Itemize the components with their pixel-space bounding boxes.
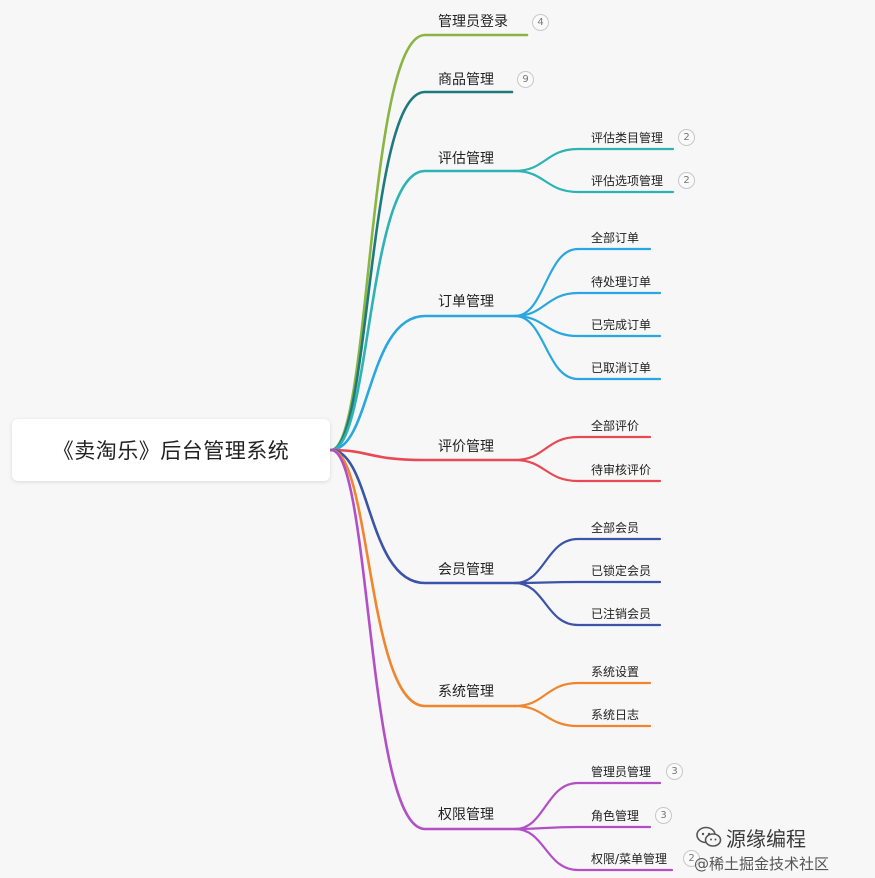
branch-badge-product[interactable]: 9 [517, 71, 534, 88]
leaf-connector-permission-0 [513, 781, 662, 831]
leaf-badge-permission-1[interactable]: 3 [655, 807, 672, 824]
leaf-node-member-0[interactable]: 全部会员 [591, 521, 640, 535]
branch-node-admin-login[interactable]: 管理员登录 [438, 14, 508, 30]
leaf-node-order-2[interactable]: 已完成订单 [591, 318, 652, 332]
branch-node-system[interactable]: 系统管理 [438, 684, 494, 700]
leaf-node-system-0[interactable]: 系统设置 [591, 665, 640, 679]
branch-node-assessment[interactable]: 评估管理 [438, 151, 494, 167]
leaf-node-assessment-1[interactable]: 评估选项管理 [591, 174, 664, 188]
watermark: 源缘编程 @稀土掘金技术社区 [694, 823, 869, 878]
leaf-connector-order-3 [513, 314, 662, 381]
leaf-connector-review-1 [513, 458, 662, 483]
leaf-connector-order-0 [513, 247, 652, 318]
leaf-node-permission-1[interactable]: 角色管理 [591, 809, 640, 823]
leaf-connector-member-1 [513, 580, 662, 585]
leaf-connector-permission-1 [513, 825, 652, 831]
leaf-node-order-1[interactable]: 待处理订单 [591, 275, 652, 289]
branch-connector-review [329, 448, 517, 462]
leaf-node-permission-0[interactable]: 管理员管理 [591, 765, 652, 779]
leaf-node-member-1[interactable]: 已锁定会员 [591, 564, 652, 578]
leaf-badge-permission-0[interactable]: 3 [666, 763, 683, 780]
branch-connector-product [329, 90, 514, 452]
branch-node-permission[interactable]: 权限管理 [438, 807, 494, 823]
leaf-node-order-3[interactable]: 已取消订单 [591, 361, 652, 375]
root-node[interactable]: 《卖淘乐》后台管理系统 [12, 419, 330, 481]
leaf-node-system-1[interactable]: 系统日志 [591, 708, 640, 722]
branch-connector-assessment [329, 169, 517, 452]
branch-connector-system [329, 448, 517, 708]
branch-connector-order [329, 314, 517, 452]
branch-badge-admin-login[interactable]: 4 [532, 14, 549, 31]
leaf-badge-permission-2[interactable]: 2 [683, 850, 700, 867]
leaf-badge-assessment-0[interactable]: 2 [678, 129, 695, 146]
branch-connector-member [329, 448, 517, 585]
leaf-connector-order-2 [513, 314, 662, 338]
branch-connector-permission [329, 448, 517, 831]
leaf-node-review-1[interactable]: 待审核评价 [591, 463, 652, 477]
root-node-label: 《卖淘乐》后台管理系统 [52, 439, 290, 463]
leaf-connector-system-0 [513, 681, 652, 708]
branch-node-member[interactable]: 会员管理 [438, 562, 494, 578]
leaf-connector-assessment-1 [513, 169, 675, 194]
branch-node-review[interactable]: 评价管理 [438, 439, 494, 455]
branch-node-product[interactable]: 商品管理 [438, 72, 494, 88]
leaf-node-member-2[interactable]: 已注销会员 [591, 607, 652, 621]
leaf-connector-review-0 [513, 435, 652, 462]
leaf-node-assessment-0[interactable]: 评估类目管理 [591, 131, 664, 145]
leaf-node-order-0[interactable]: 全部订单 [591, 231, 640, 245]
wechat-icon [696, 826, 722, 847]
leaf-connector-member-0 [513, 537, 662, 585]
branch-node-order[interactable]: 订单管理 [438, 294, 494, 310]
leaf-connector-assessment-0 [513, 147, 675, 173]
leaf-connector-system-1 [513, 704, 652, 728]
leaf-connector-permission-2 [513, 827, 674, 872]
leaf-node-permission-2[interactable]: 权限/菜单管理 [591, 852, 668, 866]
watermark-subtitle: @稀土掘金技术社区 [694, 855, 830, 873]
leaf-node-review-0[interactable]: 全部评价 [591, 419, 640, 433]
leaf-connector-order-1 [513, 291, 662, 318]
watermark-title: 源缘编程 [726, 827, 806, 851]
leaf-badge-assessment-1[interactable]: 2 [678, 172, 695, 189]
branch-connector-admin-login [329, 33, 529, 452]
leaf-connector-member-2 [513, 581, 662, 627]
